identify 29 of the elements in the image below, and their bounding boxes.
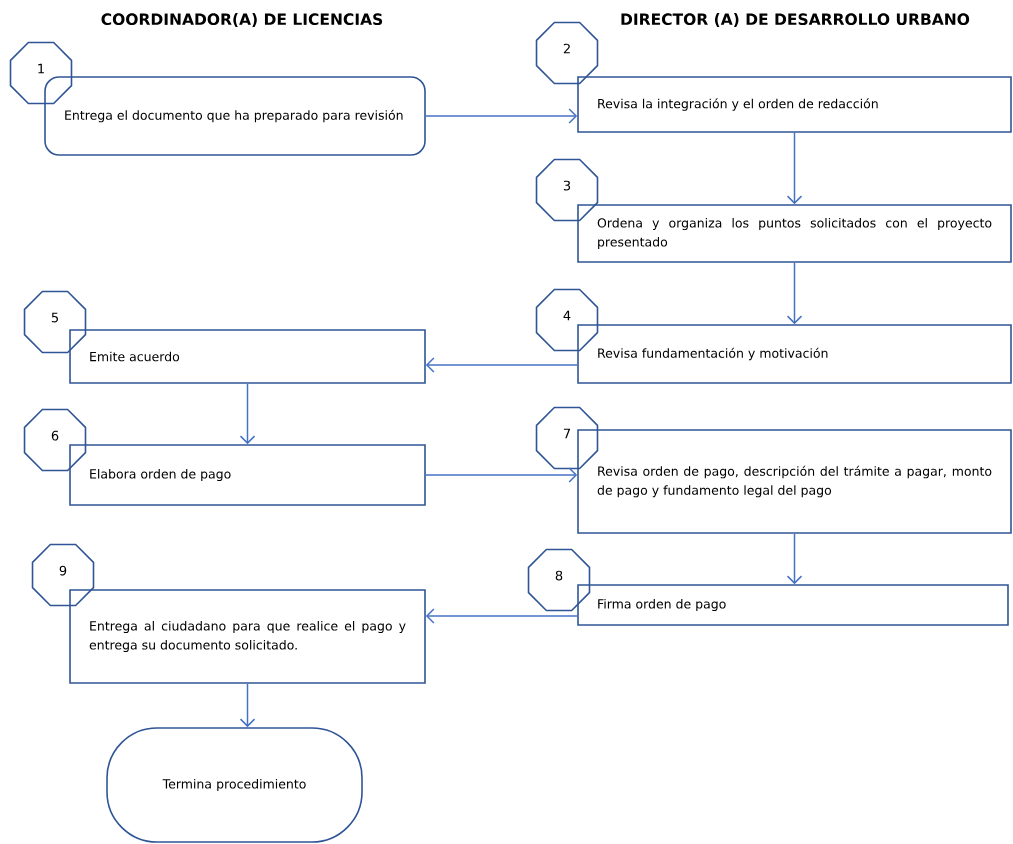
- process-box: Entrega el documento que ha preparado para revisión: [44, 76, 426, 156]
- process-box: Elabora orden de pago: [69, 444, 426, 506]
- process-box: Revisa orden de pago, descripción del trámite a pagar, monto de pago y fundamento legal del pago: [577, 429, 1012, 534]
- step-number-octagon: 6: [23, 408, 87, 472]
- arrow: [425, 608, 578, 624]
- arrow: [239, 683, 256, 728]
- column-heading: COORDINADOR(A) DE LICENCIAS: [101, 13, 383, 27]
- arrow: [425, 108, 578, 124]
- process-box: Entrega al ciudadano para que realice el pago y entrega su documento solicitado.: [69, 589, 426, 684]
- step-number-octagon: 1: [9, 41, 73, 105]
- process-box: Revisa fundamentación y motivación: [577, 324, 1012, 384]
- step-number-octagon: 2: [535, 21, 599, 85]
- step-number-octagon: 5: [23, 290, 87, 354]
- step-number-octagon: 7: [535, 406, 599, 470]
- step-number-octagon: 8: [527, 548, 591, 612]
- arrow: [425, 467, 578, 483]
- arrow: [786, 533, 803, 585]
- column-heading: DIRECTOR (A) DE DESARROLLO URBANO: [621, 13, 970, 27]
- step-number-octagon: 3: [535, 158, 599, 222]
- process-box: Ordena y organiza los puntos solicitados con el proyecto presentado: [577, 204, 1012, 263]
- arrow: [425, 357, 578, 373]
- arrow: [239, 383, 256, 445]
- step-number-octagon: 4: [535, 288, 599, 352]
- process-box: Emite acuerdo: [69, 329, 426, 384]
- arrow: [786, 132, 803, 205]
- process-box: Revisa la integración y el orden de redacción: [577, 76, 1012, 133]
- arrow: [786, 262, 803, 325]
- process-box: Firma orden de pago: [577, 584, 1009, 626]
- step-number-octagon: 9: [31, 543, 95, 607]
